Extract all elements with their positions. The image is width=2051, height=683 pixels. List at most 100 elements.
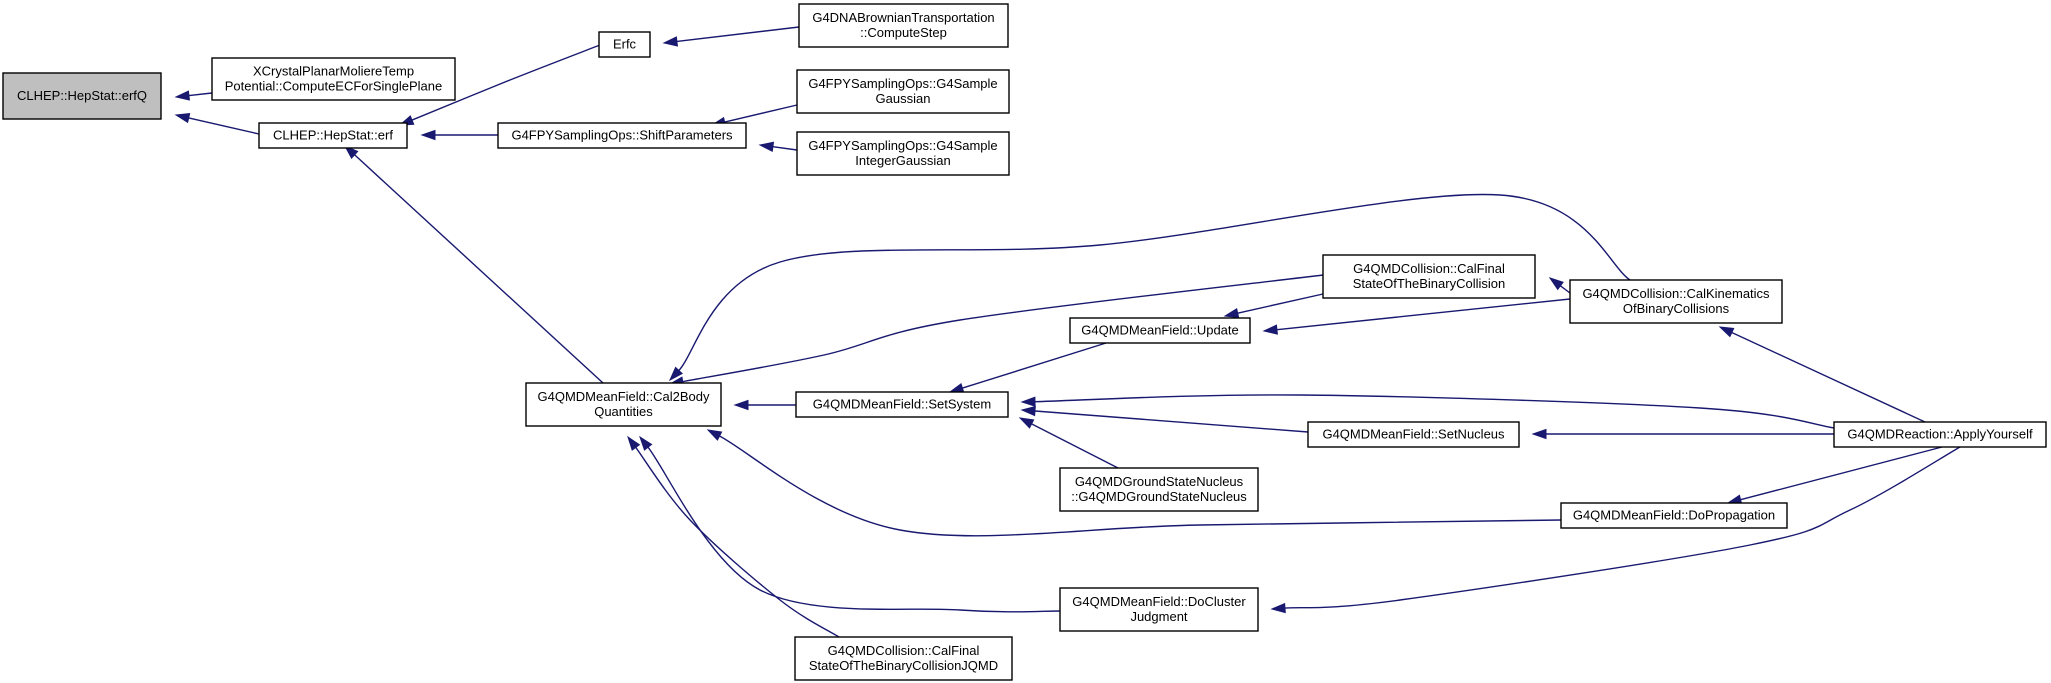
edge-apply-to-calkin — [1718, 326, 1926, 423]
edge-apply-to-setsystem — [1020, 394, 1835, 429]
node-calfinal[interactable]: G4QMDCollision::CalFinalStateOfTheBinary… — [1322, 254, 1536, 299]
node-calfinaljqmd[interactable]: G4QMDCollision::CalFinalStateOfTheBinary… — [794, 636, 1013, 681]
node-update[interactable]: G4QMDMeanField::Update — [1069, 317, 1251, 344]
node-label: OfBinaryCollisions — [1623, 301, 1730, 316]
node-calkin[interactable]: G4QMDCollision::CalKinematicsOfBinaryCol… — [1569, 279, 1783, 324]
node-box[interactable] — [1059, 587, 1259, 632]
arrowhead-icon — [1223, 307, 1240, 319]
arrowhead-icon — [639, 435, 653, 451]
edge-calkin-to-cal2body — [668, 193, 1631, 382]
edge-calkin-to-calfinal — [1548, 277, 1571, 294]
node-box[interactable] — [258, 122, 408, 149]
arrowhead-icon — [733, 399, 749, 411]
arrowhead-icon — [758, 141, 775, 152]
node-box[interactable] — [1560, 502, 1788, 529]
node-label: Quantities — [594, 404, 653, 419]
edge-setsystem-to-cal2body — [733, 399, 796, 411]
arrowhead-icon — [1262, 324, 1278, 335]
edge-erf-to-erfQ — [174, 112, 260, 135]
node-box[interactable] — [798, 3, 1009, 48]
arrowhead-icon — [662, 36, 679, 47]
node-box[interactable] — [1307, 421, 1520, 448]
edge-line — [1284, 446, 1961, 609]
node-label: Gaussian — [876, 91, 931, 106]
edge-apply-to-setnucleus — [1531, 428, 1834, 440]
node-label: ::G4QMDGroundStateNucleus — [1071, 489, 1247, 504]
node-box[interactable] — [525, 382, 722, 427]
node-label: G4QMDGroundStateNucleus — [1075, 474, 1244, 489]
node-label: CLHEP::HepStat::erf — [273, 128, 393, 143]
edge-cal2body-to-erf — [343, 144, 604, 384]
node-label: G4QMDReaction::ApplyYourself — [1847, 427, 2033, 442]
node-box[interactable] — [1059, 467, 1259, 512]
edge-line — [1276, 298, 1571, 331]
edge-line — [1031, 423, 1119, 469]
arrowhead-icon — [174, 112, 191, 124]
node-label: CLHEP::HepStat::erfQ — [17, 88, 147, 103]
node-label: Judgment — [1130, 609, 1187, 624]
node-label: G4FPYSamplingOps::G4Sample — [808, 76, 997, 91]
node-label: Erfc — [613, 37, 637, 52]
node-setsystem[interactable]: G4QMDMeanField::SetSystem — [795, 391, 1009, 418]
arrowhead-icon — [1548, 277, 1564, 291]
node-box[interactable] — [1322, 254, 1536, 299]
node-intgauss[interactable]: G4FPYSamplingOps::G4SampleIntegerGaussia… — [796, 131, 1010, 176]
node-xcrystal[interactable]: XCrystalPlanarMoliereTempPotential::Comp… — [211, 57, 456, 101]
node-shift[interactable]: G4FPYSamplingOps::ShiftParameters — [497, 122, 747, 149]
edge-apply-to-docluster — [1270, 446, 1961, 614]
node-label: G4QMDCollision::CalFinal — [828, 643, 980, 658]
node-label: StateOfTheBinaryCollisionJQMD — [809, 658, 998, 673]
node-box[interactable] — [2, 72, 162, 120]
node-label: ::ComputeStep — [860, 25, 947, 40]
node-setnucleus[interactable]: G4QMDMeanField::SetNucleus — [1307, 421, 1520, 448]
edge-dopropagation-to-cal2body — [706, 429, 1562, 537]
node-box[interactable] — [497, 122, 747, 149]
node-box[interactable] — [796, 69, 1010, 114]
edge-line — [1237, 293, 1324, 314]
node-erf[interactable]: CLHEP::HepStat::erf — [258, 122, 408, 149]
node-brownian[interactable]: G4DNABrownianTransportation::ComputeStep — [798, 3, 1009, 48]
edge-line — [676, 26, 800, 43]
edge-line — [682, 274, 1324, 383]
node-apply[interactable]: G4QMDReaction::ApplyYourself — [1833, 421, 2047, 448]
node-box[interactable] — [796, 131, 1010, 176]
edge-groundstate-to-setsystem — [1018, 417, 1119, 469]
node-label: G4FPYSamplingOps::G4Sample — [808, 138, 997, 153]
edge-line — [411, 44, 601, 121]
node-erfQ[interactable]: CLHEP::HepStat::erfQ — [2, 72, 162, 120]
arrowhead-icon — [1020, 396, 1036, 407]
node-box[interactable] — [1833, 421, 2047, 448]
arrowhead-icon — [1270, 602, 1286, 614]
edge-line — [1731, 331, 1926, 423]
edge-calfinal-to-update — [1223, 293, 1324, 319]
arrowhead-icon — [1531, 428, 1547, 440]
node-label: G4QMDCollision::CalFinal — [1353, 261, 1505, 276]
arrowhead-icon — [1018, 417, 1035, 429]
node-groundstate[interactable]: G4QMDGroundStateNucleus::G4QMDGroundStat… — [1059, 467, 1259, 512]
node-dopropagation[interactable]: G4QMDMeanField::DoPropagation — [1560, 502, 1788, 529]
edge-line — [188, 117, 260, 135]
arrowhead-icon — [420, 129, 436, 141]
node-box[interactable] — [211, 57, 456, 101]
arrowhead-icon — [1718, 326, 1735, 338]
node-label: G4FPYSamplingOps::ShiftParameters — [511, 128, 733, 143]
edge-line — [678, 193, 1631, 371]
edge-calfinaljqmd-to-cal2body — [627, 435, 840, 638]
node-box[interactable] — [1069, 317, 1251, 344]
node-label: XCrystalPlanarMoliereTemp — [253, 64, 414, 79]
edge-update-to-setsystem — [948, 342, 1107, 393]
node-label: Potential::ComputeECForSinglePlane — [225, 79, 443, 94]
edge-line — [719, 435, 1562, 537]
node-box[interactable] — [795, 391, 1009, 418]
edge-calkin-to-update — [1262, 298, 1571, 335]
node-box[interactable] — [598, 31, 651, 58]
edge-line — [354, 154, 604, 384]
node-box[interactable] — [1569, 279, 1783, 324]
edge-line — [1559, 285, 1571, 294]
node-box[interactable] — [794, 636, 1013, 681]
node-erfc[interactable]: Erfc — [598, 31, 651, 58]
